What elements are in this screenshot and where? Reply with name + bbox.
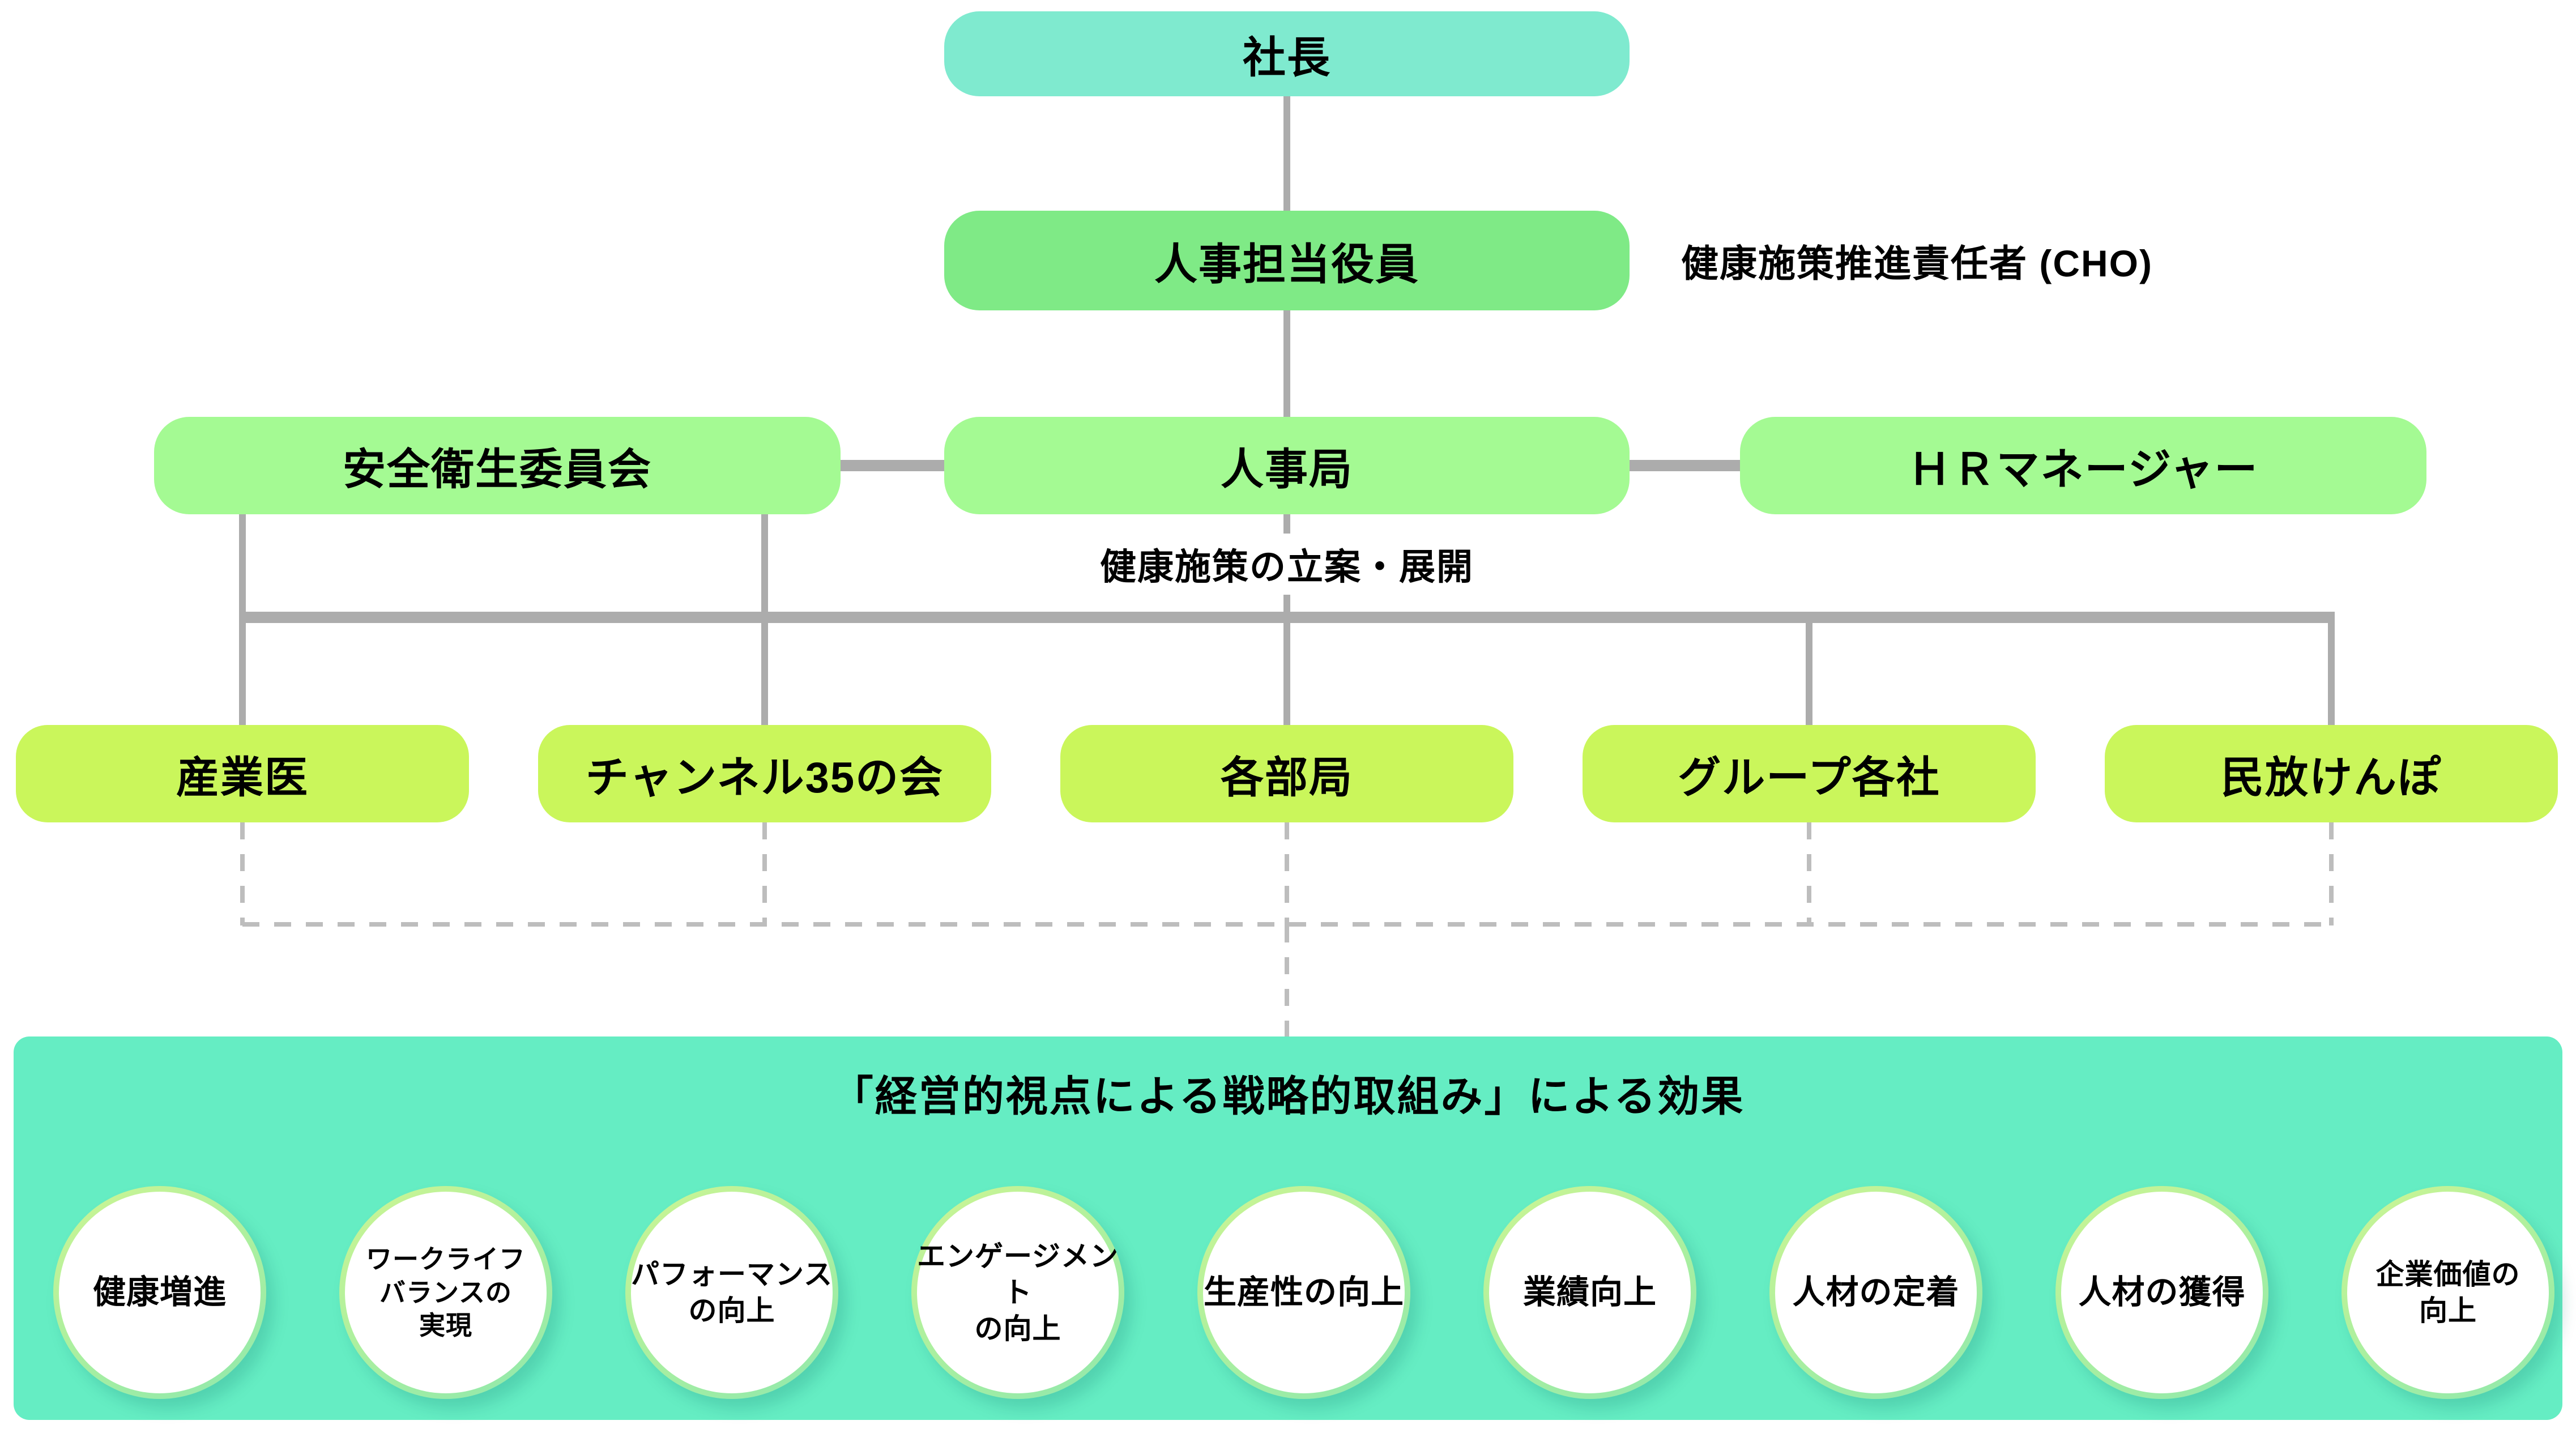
node-minpo-kenpo: 民放けんぽ	[2105, 725, 2558, 822]
node-hr-bureau: 人事局	[944, 417, 1630, 514]
effect-circle-inner: ワークライフ バランスの 実現	[345, 1192, 547, 1393]
dashed-drop-channel35	[762, 822, 767, 925]
effect-circle-inner: 企業価値の 向上	[2347, 1192, 2549, 1393]
effect-label: パフォーマンス の向上	[631, 1259, 833, 1326]
connector-hrbureau-hrmanager	[1630, 460, 1740, 471]
effects-title: 「経営的視点による戦略的取組み」による効果	[831, 1073, 1745, 1120]
dashed-drop-minpo-kenpo	[2329, 822, 2334, 925]
dashed-drop-occupational-doctor	[240, 822, 245, 925]
effect-circle-inner: パフォーマンス の向上	[631, 1192, 833, 1393]
dashed-drop-group-companies	[1807, 822, 1811, 925]
dashed-collector-bar	[242, 922, 2334, 927]
effect-label: 業績向上	[1522, 1273, 1657, 1311]
connector-president-executive	[1283, 96, 1290, 211]
dashed-drop-effects	[1285, 925, 1289, 1036]
effect-circle-talent-acquisition: 人材の獲得	[2055, 1186, 2268, 1399]
node-hr-executive: 人事担当役員	[944, 211, 1630, 310]
effect-circle-inner: 業績向上	[1489, 1192, 1691, 1393]
effect-circle-performance: パフォーマンス の向上	[625, 1186, 838, 1399]
effect-label: 健康増進	[92, 1273, 227, 1311]
node-occupational-doctor: 産業医	[16, 725, 469, 822]
node-president: 社長	[944, 11, 1630, 96]
effect-circle-engagement: エンゲージメント の向上	[911, 1186, 1124, 1399]
effect-circle-inner: 生産性の向上	[1203, 1192, 1405, 1393]
effect-label: 生産性の向上	[1203, 1273, 1404, 1311]
effect-circle-inner: 人材の獲得	[2061, 1192, 2263, 1393]
node-channel35: チャンネル35の会	[538, 725, 991, 822]
effect-circle-inner: 健康増進	[59, 1192, 261, 1393]
node-hr-manager: ＨＲマネージャー	[1740, 417, 2426, 514]
node-departments: 各部局	[1060, 725, 1513, 822]
dashed-drop-departments	[1285, 822, 1289, 925]
effect-circle-business-results: 業績向上	[1483, 1186, 1696, 1399]
effect-circle-talent-retention: 人材の定着	[1769, 1186, 1982, 1399]
effect-label: 人材の定着	[1792, 1273, 1960, 1311]
effect-circle-inner: エンゲージメント の向上	[917, 1192, 1119, 1393]
effect-circle-inner: 人材の定着	[1775, 1192, 1977, 1393]
effect-circle-health-promotion: 健康増進	[53, 1186, 266, 1399]
effect-circle-corporate-value: 企業価値の 向上	[2342, 1186, 2554, 1399]
effect-circle-work-life-balance: ワークライフ バランスの 実現	[339, 1186, 552, 1399]
effect-label: 企業価値の 向上	[2375, 1259, 2520, 1326]
connector-safety-hrbureau	[841, 460, 944, 471]
effect-label: ワークライフ バランスの 実現	[366, 1244, 526, 1341]
effect-label: エンゲージメント の向上	[917, 1240, 1119, 1345]
connector-drop-minpo-kenpo	[2328, 612, 2335, 725]
effect-label: 人材の獲得	[2078, 1273, 2246, 1311]
node-group-companies: グループ各社	[1583, 725, 2036, 822]
connector-distribution-bar	[239, 612, 2335, 623]
note-planning-deployment: 健康施策の立案・展開	[1085, 534, 1489, 595]
effect-circle-productivity: 生産性の向上	[1197, 1186, 1410, 1399]
node-safety-committee: 安全衛生委員会	[154, 417, 841, 514]
note-cho: 健康施策推進責任者 (CHO)	[1681, 242, 2153, 284]
connector-executive-hrbureau	[1283, 310, 1290, 417]
connector-drop-group-companies	[1806, 612, 1812, 725]
